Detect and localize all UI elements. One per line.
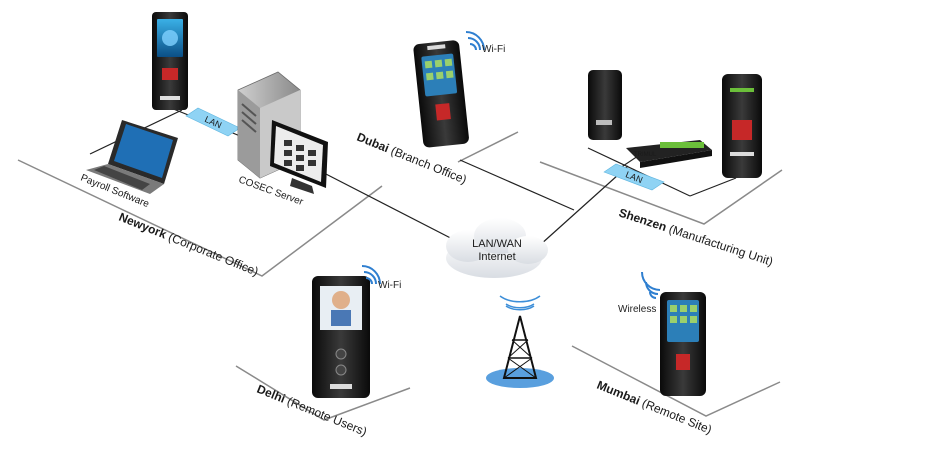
delhi-terminal — [312, 276, 370, 398]
newyork-terminal — [152, 12, 188, 110]
wifi-icon-dubai — [465, 31, 485, 51]
lan-band-newyork: LAN — [185, 107, 241, 137]
cloud-icon — [446, 218, 548, 278]
dubai-platform — [457, 131, 519, 163]
site-desc-newyork: (Corporate Office) — [163, 229, 260, 279]
site-desc-delhi: (Remote Users) — [282, 393, 369, 439]
lan-band-shenzen: LAN — [603, 163, 665, 191]
wifi-label-dubai: Wi-Fi — [482, 44, 505, 55]
mumbai-platform — [571, 345, 781, 417]
cloud-label-line2: Internet — [478, 251, 515, 263]
site-name-mumbai: Mumbai — [595, 378, 642, 408]
site-name-shenzen: Shenzen — [617, 206, 668, 235]
newyork-platform — [17, 159, 383, 277]
shenzen-platform — [539, 161, 783, 225]
site-name-newyork: Newyork — [117, 210, 169, 242]
wireless-label-mumbai: Wireless — [618, 304, 656, 315]
shenzen-reader — [588, 70, 622, 140]
laptop-icon — [86, 120, 178, 194]
wifi-icon-mumbai — [641, 271, 661, 299]
site-desc-shenzen: (Manufacturing Unit) — [664, 221, 775, 269]
shenzen-terminal — [722, 74, 762, 178]
site-name-delhi: Delhi — [255, 382, 287, 406]
site-label-shenzen: Shenzen (Manufacturing Unit) — [617, 206, 775, 269]
monitor-icon — [270, 120, 328, 194]
dubai-terminal — [413, 40, 469, 148]
site-desc-dubai: (Branch Office) — [386, 142, 469, 186]
shenzen-controller: TRIMUL — [626, 140, 712, 168]
delhi-platform — [235, 365, 411, 421]
cloud-label-line1: LAN/WAN — [472, 238, 522, 250]
site-label-newyork: Newyork (Corporate Office) — [117, 210, 261, 279]
site-name-dubai: Dubai — [355, 130, 391, 155]
wifi-icon-delhi — [361, 265, 381, 285]
mumbai-terminal — [660, 292, 706, 396]
site-desc-mumbai: (Remote Site) — [637, 395, 714, 437]
tower-icon — [486, 295, 554, 388]
wifi-label-delhi: Wi-Fi — [378, 280, 401, 291]
controller-brand: TRIMUL — [634, 152, 657, 158]
